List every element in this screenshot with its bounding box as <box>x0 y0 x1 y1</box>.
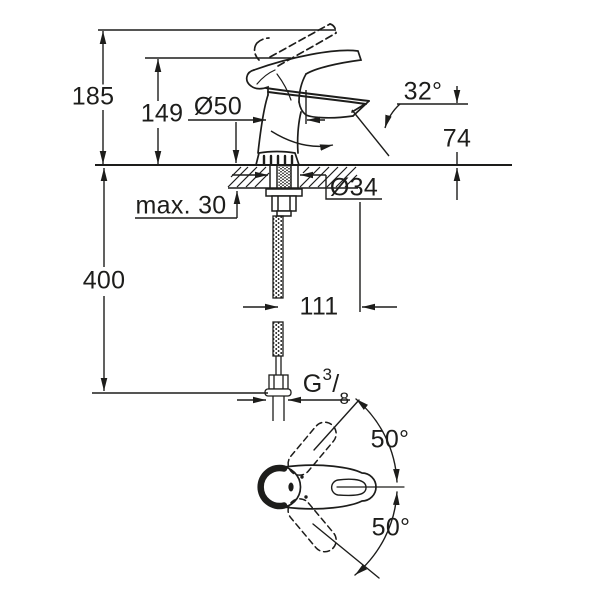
thread-slash: / <box>332 370 340 399</box>
thread-denominator: 8 <box>339 389 350 409</box>
dim-label-connection-thread: G3/8 <box>302 366 350 407</box>
dim-label-lever-height: 149 <box>137 101 187 127</box>
hose-end-fitting <box>268 374 289 390</box>
dim-label-hole-diameter: Ø34 <box>329 173 379 202</box>
thread-numerator: 3 <box>322 365 333 385</box>
dim-label-spout-angle: 32° <box>403 77 443 106</box>
faucet-base <box>255 150 300 166</box>
dimension-lines <box>92 29 468 404</box>
dim-label-spout-reach: 111 <box>296 294 342 320</box>
mounting-nut <box>271 195 297 212</box>
hose-fitting-collar <box>264 388 292 397</box>
swivel-angle-annotation <box>312 398 400 579</box>
mounting-shank <box>265 166 303 217</box>
body-left-edge <box>257 94 269 154</box>
faucet-side-view <box>245 23 370 166</box>
spout-angle-reference-line <box>351 109 390 157</box>
dim-label-hose-length: 400 <box>79 268 129 294</box>
dim-32-leader <box>384 103 401 129</box>
supply-hose <box>264 215 292 421</box>
handle-swivel-positions-dashed <box>287 421 337 553</box>
dim-label-overall-height: 185 <box>68 84 118 110</box>
spout-underside <box>298 101 354 119</box>
body-crescent-detail <box>257 464 288 510</box>
braided-hose-lower <box>272 321 284 357</box>
cartridge-mark <box>288 482 294 492</box>
faucet-top-view <box>257 398 405 579</box>
threaded-shank-texture <box>278 166 291 189</box>
dim-label-body-diameter: Ø50 <box>193 92 243 121</box>
braided-hose-upper <box>272 215 284 299</box>
spout-swivel-arrow <box>270 130 334 151</box>
d34-label-leader <box>325 175 382 200</box>
thread-g: G <box>302 370 323 399</box>
dim-label-outlet-height: 74 <box>439 126 475 152</box>
dim-label-swivel-upper: 50° <box>370 425 410 454</box>
base-shading <box>262 154 294 166</box>
dim-label-swivel-lower: 50° <box>371 513 411 542</box>
body-right-edge <box>296 111 302 154</box>
countertop-section <box>95 164 512 189</box>
shank-flange <box>265 188 303 197</box>
spout <box>265 87 370 119</box>
dim-label-max-deck-thickness: max. 30 <box>135 191 227 220</box>
